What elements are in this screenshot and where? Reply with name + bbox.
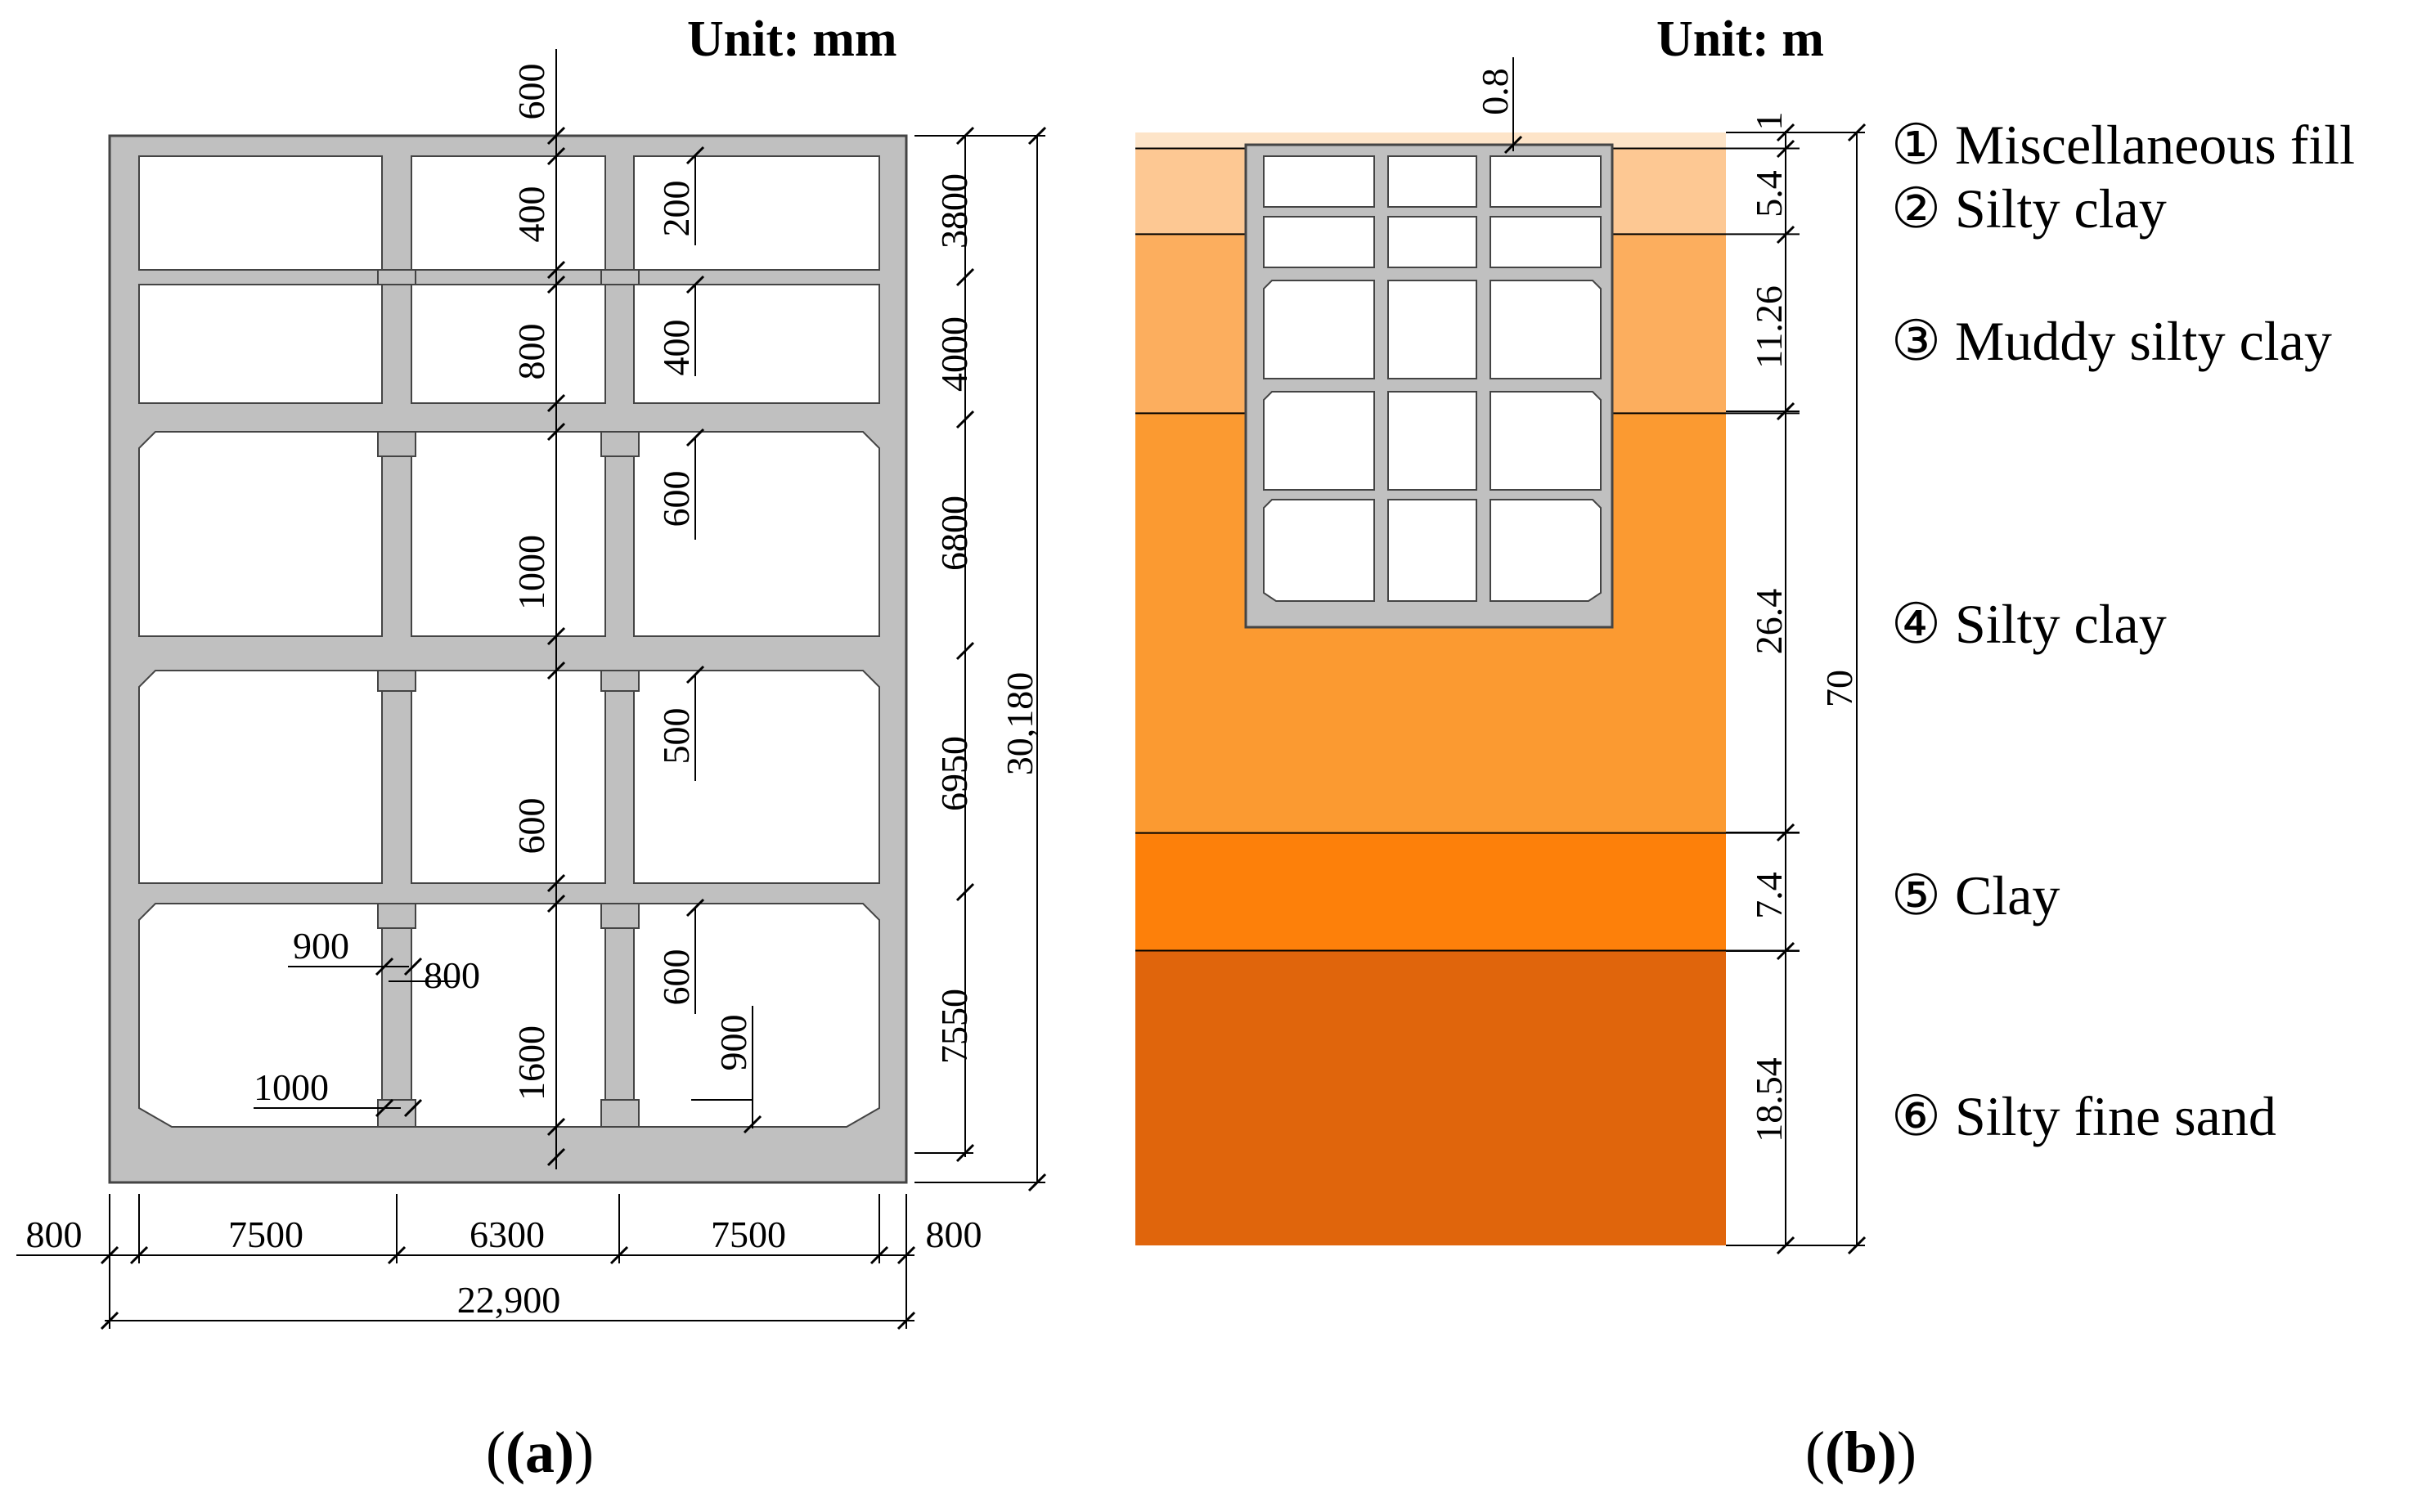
cell-l3-mid <box>411 431 606 637</box>
panel-b: Unit: m <box>1135 11 2355 1485</box>
caption-b: ((b)) <box>1805 1420 1916 1485</box>
layer-2-thickness: 5.4 <box>1748 170 1790 218</box>
dim-bottom-slab: 1600 <box>510 1025 552 1101</box>
dim-total-height: 30,180 <box>999 672 1040 776</box>
cell-l2-right <box>633 284 880 404</box>
dimension-ticks-a <box>100 126 1047 1330</box>
cell-l5-right <box>633 903 880 1128</box>
cell-l2-left <box>138 284 383 404</box>
cell-l4-mid <box>411 670 606 884</box>
layer-5-thickness: 7.4 <box>1748 872 1790 919</box>
layer-6-thickness: 18.54 <box>1748 1057 1790 1142</box>
dim-column-900: 900 <box>293 925 349 967</box>
dim-column-800: 800 <box>424 954 480 996</box>
cell-l2-mid <box>411 284 606 404</box>
dim-level-1: 3800 <box>933 173 975 249</box>
dim-column-1000: 1000 <box>254 1066 329 1108</box>
cell-l1-mid <box>411 155 606 271</box>
layer-4-thickness: 26.4 <box>1748 589 1790 655</box>
cell-l3-left <box>138 431 383 637</box>
dim-slab-2: 400 <box>510 186 552 243</box>
dim-span-left: 7500 <box>228 1214 303 1255</box>
dim-wall-left: 800 <box>26 1214 83 1255</box>
dim-slab-3: 800 <box>510 324 552 380</box>
layer-3-name: ③ Muddy silty clay <box>1891 310 2332 372</box>
caption-a-text: (a) <box>506 1420 574 1485</box>
cell-l4-right <box>633 670 880 884</box>
dim-top-slab: 600 <box>510 64 552 120</box>
dim-top-cover: 0.8 <box>1474 68 1516 115</box>
layer-2-name: ② Silty clay <box>1891 177 2167 240</box>
dim-haunch-2: 400 <box>655 320 697 376</box>
structure-in-soil <box>1244 143 1614 629</box>
dim-wall-right: 800 <box>926 1214 982 1255</box>
soil-layer-5 <box>1135 832 1726 951</box>
dimension-ticks-b <box>1503 123 1867 1255</box>
dim-level-2: 4000 <box>933 316 975 392</box>
dim-haunch-1: 200 <box>655 181 697 237</box>
unit-label-a: Unit: mm <box>687 11 897 67</box>
dim-total-width: 22,900 <box>457 1279 561 1321</box>
dim-level-3: 6800 <box>933 496 975 571</box>
panel-a: Unit: mm <box>16 11 1047 1485</box>
dim-haunch-6: 900 <box>712 1015 754 1071</box>
dim-haunch-4: 500 <box>655 708 697 765</box>
cell-l5-mid <box>411 903 606 1128</box>
dim-span-right: 7500 <box>711 1214 786 1255</box>
dim-slab-4: 1000 <box>510 535 552 610</box>
unit-label-b: Unit: m <box>1656 11 1824 67</box>
dim-slab-5: 600 <box>510 798 552 855</box>
dim-level-4: 6950 <box>933 736 975 811</box>
total-depth: 70 <box>1818 670 1860 707</box>
dim-level-5: 7550 <box>933 989 975 1064</box>
cell-l4-left <box>138 670 383 884</box>
dim-span-mid: 6300 <box>470 1214 545 1255</box>
caption-b-text: (b) <box>1825 1420 1897 1485</box>
cell-l3-right <box>633 431 880 637</box>
layer-4-name: ④ Silty clay <box>1891 593 2167 655</box>
dim-haunch-3: 600 <box>655 471 697 527</box>
cell-l1-left <box>138 155 383 271</box>
layer-3-thickness: 11.26 <box>1748 285 1790 369</box>
cell-l1-right <box>633 155 880 271</box>
soil-layer-6 <box>1135 950 1726 1245</box>
dim-haunch-5: 600 <box>655 949 697 1006</box>
layer-1-name: ① Miscellaneous fill <box>1891 114 2355 176</box>
layer-6-name: ⑥ Silty fine sand <box>1891 1085 2276 1147</box>
caption-a: ((a)) <box>486 1420 594 1485</box>
layer-1-thickness: 1 <box>1748 112 1790 131</box>
layer-5-name: ⑤ Clay <box>1891 864 2060 926</box>
column-haunches <box>377 269 640 1128</box>
